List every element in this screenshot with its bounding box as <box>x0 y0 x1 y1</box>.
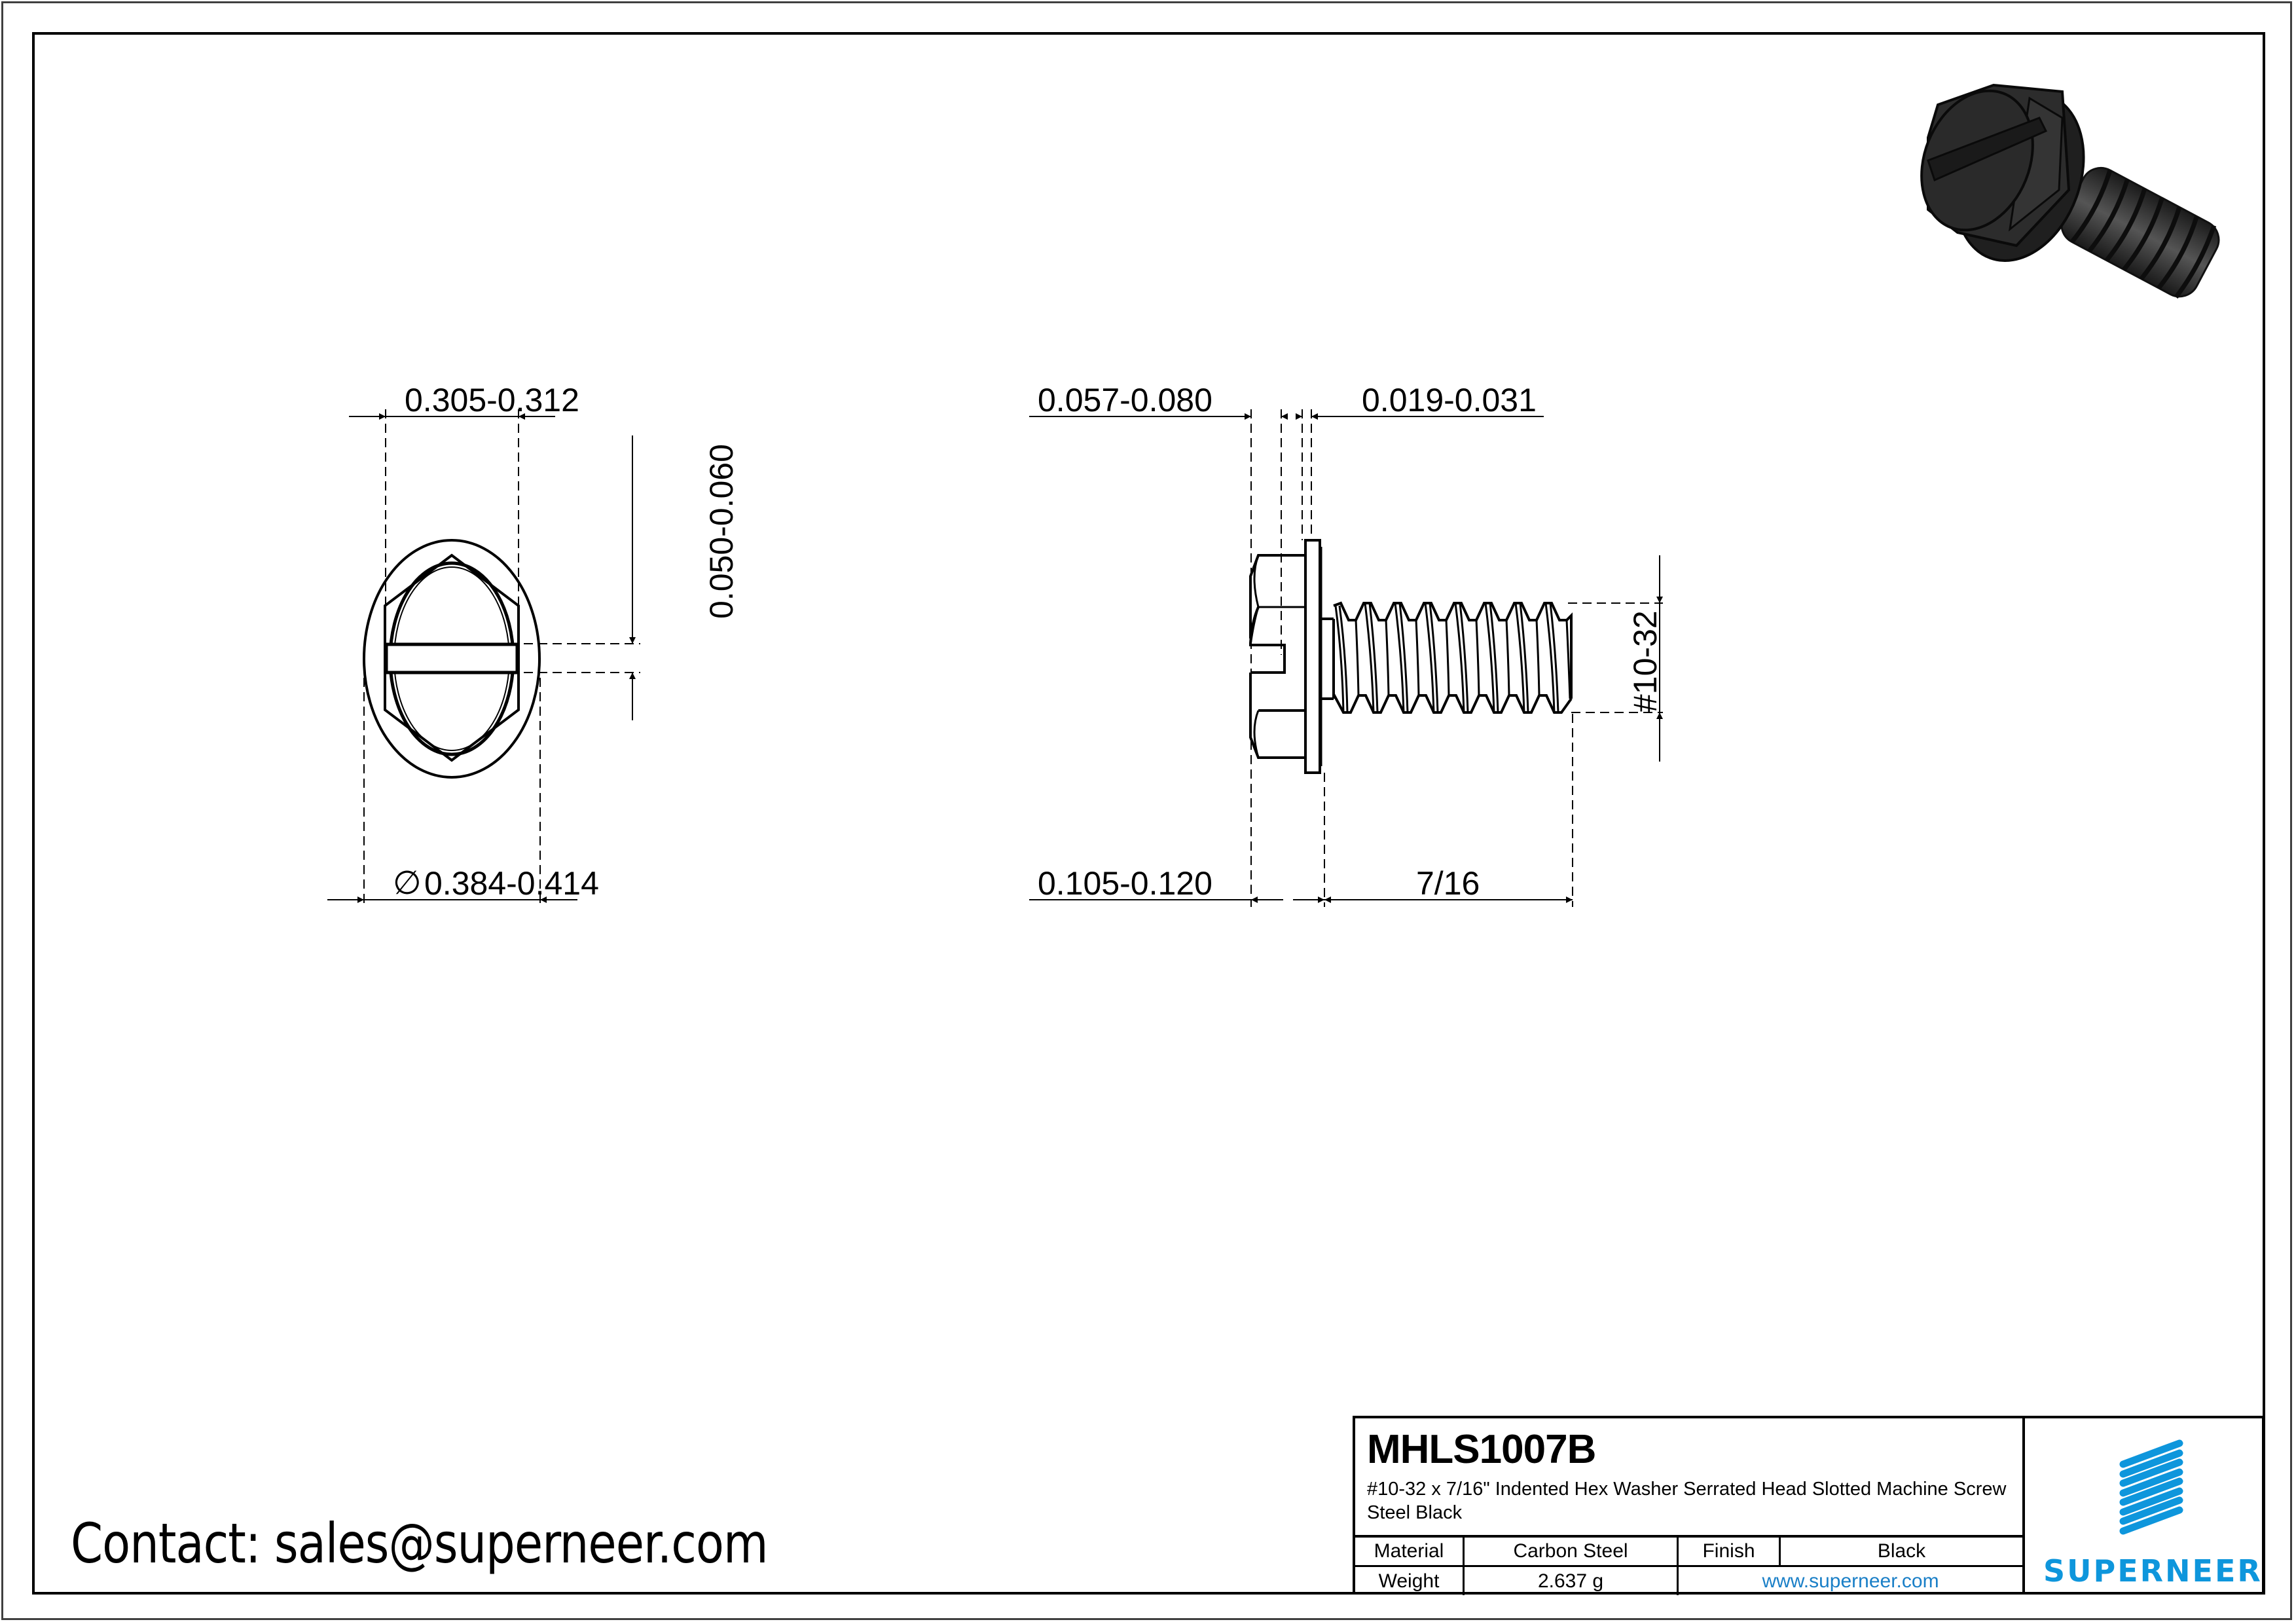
title-block-info: MHLS1007B #10-32 x 7/16" Indented Hex Wa… <box>1355 1418 2025 1595</box>
finish-label: Finish <box>1679 1538 1781 1565</box>
dim-thread: #10-32 <box>1627 610 1664 712</box>
side-view <box>1029 409 1663 907</box>
dim-slot-span: 0.305-0.312 <box>405 382 579 418</box>
title-block: MHLS1007B #10-32 x 7/16" Indented Hex Wa… <box>1353 1416 2265 1595</box>
material-value: Carbon Steel <box>1465 1538 1679 1565</box>
dim-washer-thickness: 0.019-0.031 <box>1362 382 1537 418</box>
contact-email: Contact: sales@superneer.com <box>71 1511 768 1576</box>
dim-total-head-height: 0.105-0.120 <box>1038 865 1212 902</box>
part-number: MHLS1007B <box>1367 1427 1596 1472</box>
website-link[interactable]: www.superneer.com <box>1762 1570 1939 1592</box>
superneer-logo: SUPERNEER <box>2025 1418 2262 1592</box>
table-row-weight: Weight 2.637 g www.superneer.com <box>1355 1567 2022 1595</box>
logo-stripes-icon <box>2119 1439 2183 1535</box>
weight-value: 2.637 g <box>1465 1567 1679 1595</box>
part-description: #10-32 x 7/16" Indented Hex Washer Serra… <box>1367 1479 2007 1523</box>
table-row-material: Material Carbon Steel Finish Black <box>1355 1538 2022 1567</box>
slot <box>384 642 519 674</box>
weight-label: Weight <box>1355 1567 1465 1595</box>
iso-screw-render <box>1920 83 2220 299</box>
logo-text: SUPERNEER <box>2043 1553 2263 1589</box>
inner-border <box>32 32 2265 1595</box>
properties-table: Material Carbon Steel Finish Black Weigh… <box>1355 1535 2022 1595</box>
dim-head-height: 0.057-0.080 <box>1038 382 1212 418</box>
dim-slot-width: 0.050-0.060 <box>703 444 740 619</box>
dim-length: 7/16 <box>1416 865 1480 902</box>
dim-diameter-symbol: ∅ <box>393 864 422 901</box>
washer-outline <box>363 539 541 779</box>
front-view <box>327 409 640 907</box>
material-label: Material <box>1355 1538 1465 1565</box>
dim-washer-diameter: 0.384-0.414 <box>424 865 599 902</box>
finish-value: Black <box>1877 1540 1926 1562</box>
